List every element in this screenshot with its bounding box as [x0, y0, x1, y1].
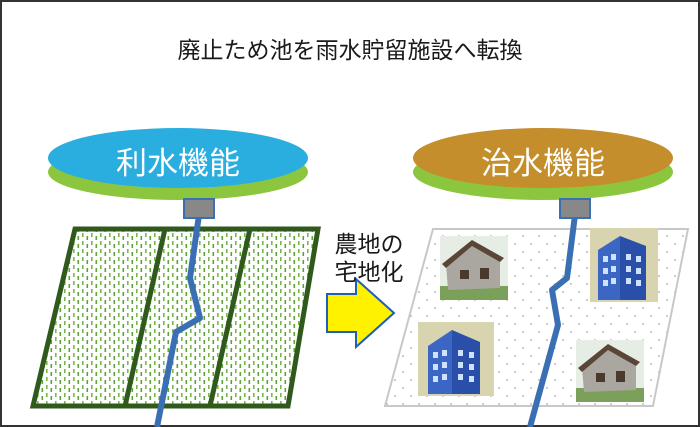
building-icon	[590, 228, 658, 302]
diagram-title: 廃止ため池を雨水貯留施設へ転換	[177, 38, 523, 64]
farmland-field	[29, 226, 321, 409]
building-icon	[418, 322, 494, 396]
house-icon	[576, 340, 644, 402]
left-pond-water	[48, 128, 308, 188]
field-divider	[207, 228, 253, 407]
right-stream	[527, 214, 578, 427]
house-icon	[440, 236, 508, 300]
right-pond-water	[413, 128, 673, 188]
right-outlet	[559, 198, 591, 219]
transition-label-line1: 農地の	[334, 232, 404, 258]
field-divider	[122, 228, 168, 407]
transition-label: 農地の 宅地化	[327, 231, 411, 287]
left-pond-label: 利水機能	[116, 146, 240, 182]
transition-label-line2: 宅地化	[334, 260, 404, 286]
left-stream	[154, 214, 203, 427]
left-outlet	[183, 198, 215, 219]
transition-arrow	[326, 276, 396, 350]
right-pond-label: 治水機能	[481, 146, 605, 182]
